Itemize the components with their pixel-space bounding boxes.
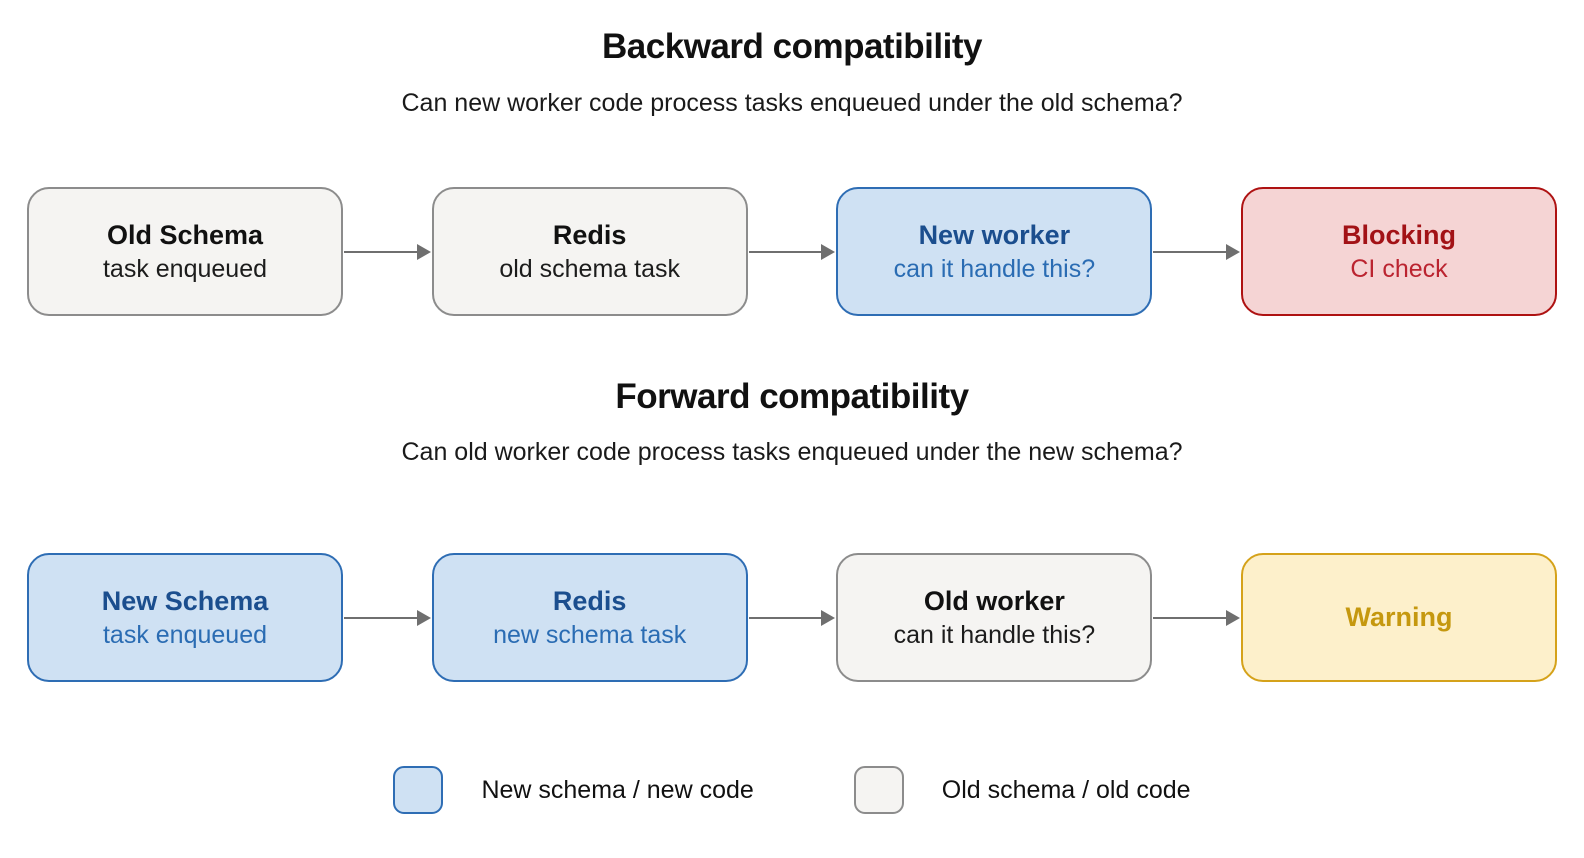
- node-new-worker: New worker can it handle this?: [836, 187, 1153, 316]
- legend-label: New schema / new code: [481, 775, 754, 804]
- arrow-line: [748, 250, 822, 253]
- arrow-line: [748, 616, 822, 619]
- arrow-line: [344, 616, 417, 619]
- node-old-schema: Old Schema task enqueued: [27, 187, 343, 316]
- arrow-right-icon: [748, 553, 836, 682]
- legend-item-new: New schema / new code: [393, 766, 754, 814]
- node-title: Blocking: [1342, 219, 1457, 250]
- arrow-head: [416, 609, 431, 626]
- arrow-line: [1153, 250, 1227, 253]
- flow-row-forward: New Schema task enqueued Redis new schem…: [0, 553, 1584, 682]
- arrow-right-icon: [748, 187, 836, 316]
- arrow-right-icon: [1153, 187, 1241, 316]
- node-subtitle: new schema task: [493, 621, 687, 650]
- arrow-head: [1226, 243, 1241, 260]
- legend-item-old: Old schema / old code: [853, 766, 1191, 814]
- node-title: New Schema: [101, 585, 269, 616]
- node-title: New worker: [918, 219, 1071, 250]
- arrow-head: [1226, 609, 1241, 626]
- node-subtitle: CI check: [1350, 255, 1448, 284]
- node-redis-old-task: Redis old schema task: [431, 187, 748, 316]
- legend-swatch-new: [393, 766, 444, 814]
- legend-label: Old schema / old code: [941, 775, 1191, 804]
- node-title: Old Schema: [106, 219, 264, 250]
- legend-swatch-old: [853, 766, 904, 814]
- section-title-forward: Forward compatibility: [615, 377, 969, 416]
- legend: New schema / new code Old schema / old c…: [0, 766, 1584, 814]
- node-new-schema: New Schema task enqueued: [27, 553, 343, 682]
- node-subtitle: old schema task: [499, 255, 680, 284]
- node-subtitle: can it handle this?: [893, 621, 1096, 650]
- node-warning: Warning: [1241, 553, 1558, 682]
- node-blocking-ci-check: Blocking CI check: [1241, 187, 1558, 316]
- section-title-backward: Backward compatibility: [602, 27, 982, 66]
- node-title: Redis: [552, 585, 627, 616]
- node-title: Old worker: [923, 585, 1065, 616]
- arrow-right-icon: [1153, 553, 1241, 682]
- arrow-right-icon: [344, 553, 431, 682]
- node-subtitle: can it handle this?: [893, 255, 1096, 284]
- arrow-head: [821, 243, 836, 260]
- node-redis-new-task: Redis new schema task: [431, 553, 748, 682]
- arrow-line: [344, 250, 417, 253]
- node-subtitle: task enqueued: [102, 621, 268, 650]
- section-subtitle-backward: Can new worker code process tasks enqueu…: [401, 89, 1183, 117]
- section-subtitle-forward: Can old worker code process tasks enqueu…: [401, 438, 1183, 466]
- node-title: Warning: [1345, 602, 1453, 633]
- arrow-head: [416, 243, 431, 260]
- arrow-head: [821, 609, 836, 626]
- node-subtitle: task enqueued: [102, 255, 268, 284]
- arrow-line: [1153, 616, 1227, 619]
- node-old-worker: Old worker can it handle this?: [836, 553, 1153, 682]
- arrow-right-icon: [344, 187, 431, 316]
- flow-row-backward: Old Schema task enqueued Redis old schem…: [0, 187, 1584, 316]
- node-title: Redis: [552, 219, 627, 250]
